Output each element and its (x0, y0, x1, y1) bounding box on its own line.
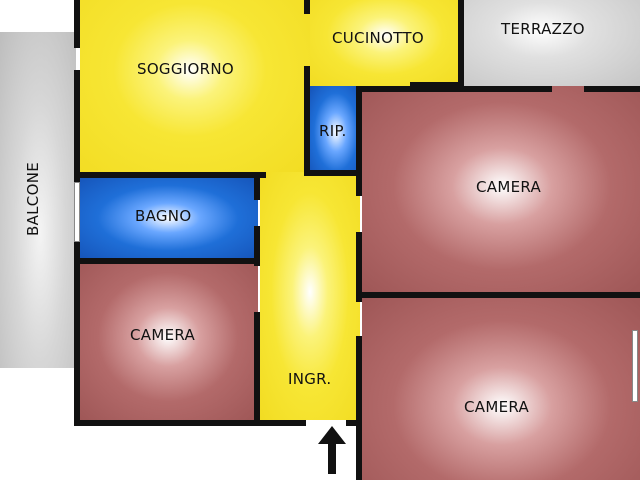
window-balcone (74, 182, 80, 242)
wall-soggiorno-cucinotto (304, 0, 310, 14)
room-terrazzo (462, 0, 640, 86)
wall-soggiorno-bottom (80, 172, 266, 178)
label-rip: RIP. (319, 122, 347, 140)
window-camera-right (632, 330, 638, 402)
room-camera-left (80, 262, 258, 420)
wall-camera-left-right (254, 312, 260, 424)
label-camera-bottom-right: CAMERA (464, 398, 530, 416)
wall-bottom-left (74, 420, 306, 426)
room-bagno (80, 176, 258, 260)
room-camera-top-right (362, 86, 640, 294)
room-cucinotto (310, 0, 460, 86)
room-ingresso (260, 172, 360, 420)
label-cucinotto: CUCINOTTO (332, 29, 424, 47)
wall-rooms-right-mid (356, 232, 362, 302)
wall-rooms-right-low (356, 336, 362, 480)
label-camera-left: CAMERA (130, 326, 196, 344)
label-soggiorno: SOGGIORNO (137, 60, 234, 78)
wall-cucinotto-right (458, 0, 464, 86)
label-camera-top-right: CAMERA (476, 178, 542, 196)
wall-bagno-right (254, 172, 260, 200)
wall-bagno-bottom (80, 258, 260, 264)
label-terrazzo: TERRAZZO (501, 20, 585, 38)
wall-bottom-door-side (346, 420, 362, 426)
wall-rip-left (304, 86, 310, 176)
wall-left-upper (74, 0, 80, 48)
label-ingresso: INGR. (288, 370, 332, 388)
room-balcone (0, 32, 76, 368)
room-ripostiglio (310, 86, 360, 172)
label-balcone: BALCONE (24, 162, 42, 236)
wall-camera-top (362, 86, 552, 92)
wall-cucinotto-bottom (410, 82, 464, 88)
up-arrow-icon (318, 426, 346, 474)
wall-rooms-right-top (356, 86, 362, 196)
label-bagno: BAGNO (135, 207, 192, 225)
wall-rip-bottom (304, 170, 362, 176)
wall-left-mid (74, 70, 80, 182)
wall-left-lower (74, 240, 80, 426)
wall-bagno-right-2 (254, 226, 260, 266)
room-camera-bottom-right (362, 296, 640, 480)
wall-camera-top-2 (584, 86, 640, 92)
room-soggiorno (80, 0, 310, 175)
wall-cameras-divider (362, 292, 640, 298)
